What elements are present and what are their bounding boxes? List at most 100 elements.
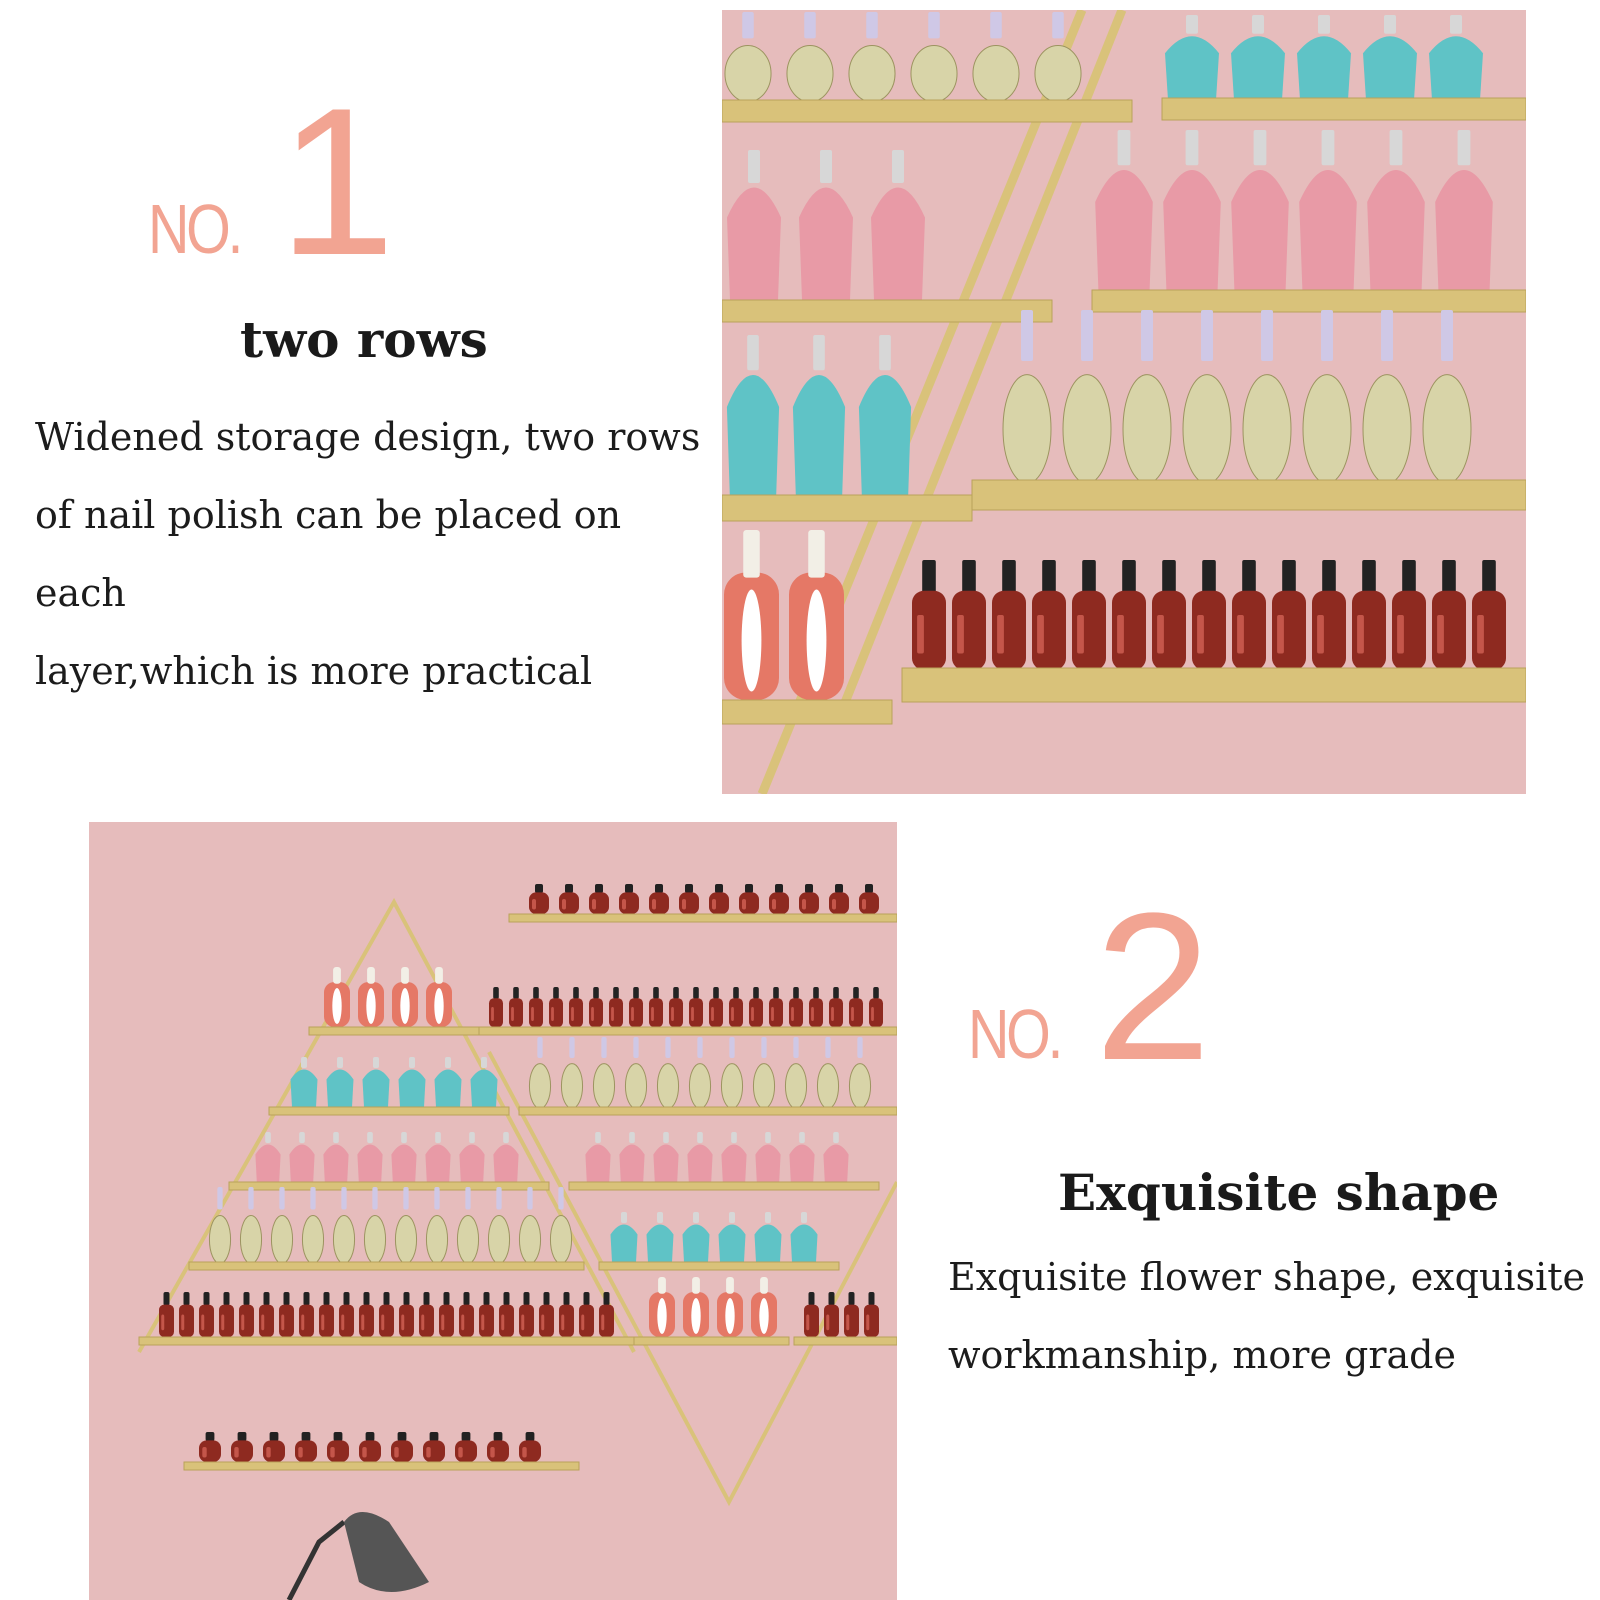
clear-bottle: [724, 44, 772, 103]
feature-2-number-digit: 2: [1094, 869, 1212, 1104]
teal-torso-bottle: [362, 1069, 390, 1107]
feature-1-number-prefix: NO.: [148, 189, 244, 268]
bottle-stopper: [742, 12, 754, 39]
bottle-cap: [1242, 560, 1256, 593]
bottle-cap: [343, 1292, 350, 1306]
clear-bottle: [425, 1215, 449, 1264]
clear-bottle: [972, 44, 1020, 103]
bottle-stopper: [665, 1037, 671, 1058]
product-photo-closeup: [722, 10, 1526, 794]
shelf-closeup-illustration: [722, 10, 1526, 794]
bottle-cap: [713, 987, 719, 999]
bottle-cap: [205, 1432, 215, 1441]
teal-torso-bottle: [398, 1069, 426, 1107]
bottle-stopper: [527, 1187, 533, 1210]
bottle-cap: [1002, 560, 1016, 593]
bottle-pump: [663, 1132, 669, 1143]
bottle-stopper: [248, 1187, 254, 1210]
bottle-pump: [1252, 15, 1264, 34]
clear-bottle: [528, 1063, 552, 1109]
bottle-highlight: [997, 615, 1004, 654]
bottle-highlight: [561, 1314, 565, 1331]
bottle-highlight: [511, 1007, 514, 1021]
bottle-cap: [269, 1432, 279, 1441]
bottle-cap: [833, 987, 839, 999]
bottle-highlight: [1357, 615, 1364, 654]
bottle-highlight: [394, 1447, 399, 1458]
bottle-highlight: [281, 1314, 285, 1331]
bottle-pump: [595, 1132, 601, 1143]
bottle-pump: [301, 1057, 307, 1068]
bottle-cap: [401, 967, 409, 984]
bottle-cap: [1402, 560, 1416, 593]
inverted-triangle-frame: [487, 1051, 897, 1507]
pink-torso-bottle: [585, 1144, 611, 1182]
bottle-highlight: [866, 1314, 870, 1331]
bottle-pump: [409, 1057, 415, 1068]
bottle-highlight: [832, 899, 836, 910]
bottle-pump: [765, 1212, 771, 1223]
bottle-cap: [203, 1292, 210, 1306]
bottle-highlight: [161, 1314, 165, 1331]
bottle-highlight: [1117, 615, 1124, 654]
red-bottle: [263, 1440, 285, 1462]
bottle-stopper: [217, 1187, 223, 1210]
bottle-label: [657, 1298, 667, 1334]
bottle-cap: [543, 1292, 550, 1306]
bottle-label: [741, 589, 762, 692]
bottle-cap: [333, 1432, 343, 1441]
bottle-cap: [443, 1292, 450, 1306]
bottle-highlight: [522, 1447, 527, 1458]
shelf-board: [793, 1336, 897, 1346]
bottle-cap: [868, 1292, 875, 1306]
bottle-pump: [820, 150, 832, 183]
bottle-stopper: [1081, 310, 1093, 361]
bottle-pump: [337, 1057, 343, 1068]
teal-torso-bottle: [434, 1069, 462, 1107]
shelf-board: [138, 1336, 635, 1346]
desk-lamp-arm: [286, 1520, 346, 1600]
feature-1-description: Widened storage design, two rows of nail…: [35, 415, 701, 693]
red-bottle: [1152, 590, 1186, 670]
bottle-stopper: [729, 1037, 735, 1058]
bottle-highlight: [691, 1007, 694, 1021]
bottle-cap: [365, 1432, 375, 1441]
shelf-board: [722, 99, 1133, 123]
pink-torso-bottle: [653, 1144, 679, 1182]
pink-torso-bottle: [391, 1144, 417, 1182]
bottle-cap: [583, 1292, 590, 1306]
bottle-highlight: [871, 1007, 874, 1021]
bottle-highlight: [401, 1314, 405, 1331]
pink-torso-bottle: [323, 1144, 349, 1182]
teal-torso-bottle: [790, 1224, 818, 1262]
bottle-label: [400, 988, 410, 1024]
bottle-cap: [223, 1292, 230, 1306]
bottle-stopper: [496, 1187, 502, 1210]
teal-torso-bottle: [470, 1069, 498, 1107]
bottle-highlight: [551, 1007, 554, 1021]
teal-torso-bottle: [646, 1224, 674, 1262]
bottle-cap: [1282, 560, 1296, 593]
bottle-highlight: [321, 1314, 325, 1331]
bottle-pump: [765, 1132, 771, 1143]
pink-torso-bottle: [1367, 170, 1425, 290]
bottle-highlight: [1037, 615, 1044, 654]
bottle-cap: [183, 1292, 190, 1306]
bottle-stopper: [990, 12, 1002, 39]
bottle-highlight: [1437, 615, 1444, 654]
bottle-highlight: [851, 1007, 854, 1021]
bottle-highlight: [261, 1314, 265, 1331]
bottle-cap: [1162, 560, 1176, 593]
clear-bottle: [848, 1063, 872, 1109]
bottle-highlight: [712, 899, 716, 910]
bottle-highlight: [1277, 615, 1284, 654]
pink-torso-bottle: [687, 1144, 713, 1182]
clear-bottle: [549, 1215, 573, 1264]
bottle-cap: [283, 1292, 290, 1306]
bottle-cap: [553, 987, 559, 999]
bottle-cap: [865, 884, 873, 893]
bottle-pump: [445, 1057, 451, 1068]
bottle-highlight: [771, 1007, 774, 1021]
bottle-highlight: [501, 1314, 505, 1331]
bottle-stopper: [537, 1037, 543, 1058]
